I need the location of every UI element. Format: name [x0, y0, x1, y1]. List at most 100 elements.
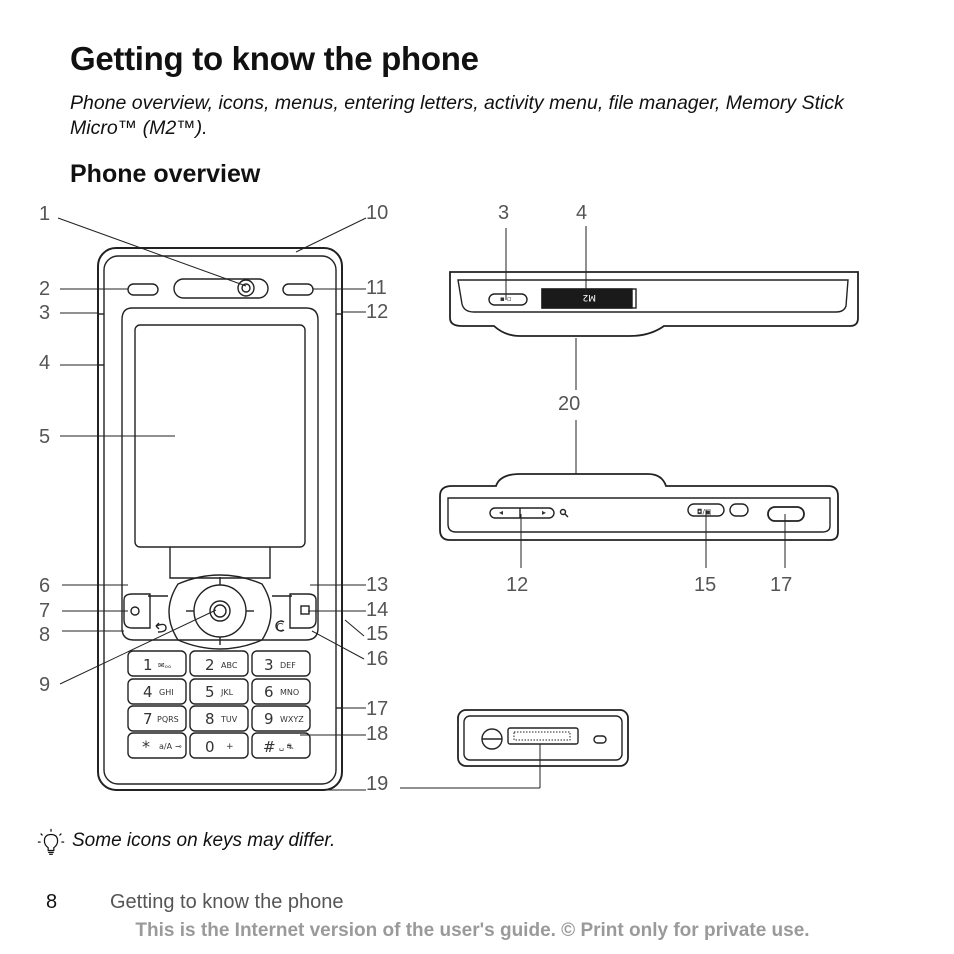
callout-19: 19: [366, 773, 388, 795]
svg-text:␣ ⛐: ␣ ⛐: [279, 742, 294, 751]
charger-connector[interactable]: [507, 727, 579, 745]
svg-text:2: 2: [205, 656, 215, 674]
footer-notice: This is the Internet version of the user…: [0, 920, 945, 942]
svg-text:#: #: [263, 738, 276, 756]
svg-text:a/A: a/A: [159, 742, 173, 751]
light-sensor: [127, 283, 159, 296]
svg-text:+: +: [226, 742, 234, 752]
phone-overview-diagram: ◘/▣ ▪ ▫ M2 ◂ ▸ 1 ✉ₒₒ 2 ABC 3 DEF 4 GHI 5…: [39, 202, 859, 795]
internet-icon: [130, 606, 140, 616]
callout-11: 11: [366, 277, 387, 299]
key-2[interactable]: [189, 650, 249, 677]
keypad-labels: 1 ✉ₒₒ 2 ABC 3 DEF 4 GHI 5 JKL 6 MNO 7 PQ…: [142, 621, 304, 756]
navigation-key[interactable]: [193, 584, 247, 638]
phone-side-view: [439, 473, 839, 541]
callout-1: 1: [39, 203, 50, 225]
key-6[interactable]: [251, 678, 311, 705]
callout-bottom-15: 15: [694, 574, 716, 596]
phone-front-view: [97, 247, 343, 791]
callout-14: 14: [366, 599, 388, 621]
page-title: Getting to know the phone: [70, 40, 479, 77]
callout-2: 2: [39, 278, 50, 300]
callout-bottom-17: 17: [770, 574, 792, 596]
svg-text:▸: ▸: [542, 508, 546, 517]
back-icon: [155, 623, 167, 633]
svg-text:0: 0: [205, 738, 215, 756]
key-8[interactable]: [189, 705, 249, 732]
svg-text:WXYZ: WXYZ: [280, 715, 304, 724]
callout-10: 10: [366, 202, 388, 224]
key-star[interactable]: [127, 732, 187, 759]
callout-15: 15: [366, 623, 388, 645]
center-select-key[interactable]: [209, 600, 231, 622]
callout-top-4: 4: [576, 202, 587, 224]
key-1[interactable]: [127, 650, 187, 677]
phone-top-view: [449, 271, 859, 337]
svg-text:MNO: MNO: [280, 688, 299, 697]
microphone-hole: [593, 735, 607, 744]
callout-20: 20: [558, 393, 580, 415]
page-number: 8: [46, 891, 58, 913]
activity-menu-icon: [300, 605, 310, 615]
page-subtitle: Phone overview, icons, menus, entering l…: [70, 92, 844, 139]
callout-bottom-12: 12: [506, 574, 528, 596]
section-title: Phone overview: [70, 160, 261, 188]
zoom-icon: [559, 508, 567, 516]
key-9[interactable]: [251, 705, 311, 732]
tip-text: Some icons on keys may differ.: [72, 830, 336, 851]
callout-17: 17: [366, 698, 388, 720]
key-7[interactable]: [127, 705, 187, 732]
callout-5: 5: [39, 426, 50, 448]
key-5[interactable]: [189, 678, 249, 705]
screen-bezel: [121, 307, 319, 641]
callout-9: 9: [39, 674, 50, 696]
key-4[interactable]: [127, 678, 187, 705]
camera-key[interactable]: [767, 506, 805, 522]
clear-key-label: C: [276, 621, 284, 634]
status-light: [282, 283, 314, 296]
svg-text:TUV: TUV: [220, 715, 238, 724]
callout-16: 16: [366, 648, 388, 670]
svg-text:JKL: JKL: [220, 688, 234, 697]
phone-bottom-view: [457, 709, 629, 767]
svg-text:5: 5: [205, 683, 215, 701]
callout-numbers: 1 2 3 4 5 6 7 8 9 10 11 12 13 14 15 16 1…: [39, 202, 792, 795]
callout-18: 18: [366, 723, 388, 745]
svg-text:9: 9: [264, 710, 274, 728]
svg-text:6: 6: [264, 683, 274, 701]
callout-8: 8: [39, 624, 50, 646]
footer-text: This is the Internet version of the user…: [135, 920, 810, 941]
callout-3: 3: [39, 302, 50, 324]
svg-text:8: 8: [205, 710, 215, 728]
svg-text:4: 4: [143, 683, 153, 701]
key-3[interactable]: [251, 650, 311, 677]
callout-4: 4: [39, 352, 50, 374]
callout-7: 7: [39, 600, 50, 622]
callout-12: 12: [366, 301, 388, 323]
callout-top-3: 3: [498, 202, 509, 224]
svg-text:3: 3: [264, 656, 274, 674]
callout-13: 13: [366, 574, 388, 596]
svg-text:GHI: GHI: [159, 688, 174, 697]
svg-text:◘/▣: ◘/▣: [697, 508, 712, 516]
key-hash[interactable]: [251, 732, 311, 759]
callout-lines: [57, 217, 786, 791]
earpiece: [173, 278, 269, 299]
svg-text:DEF: DEF: [280, 661, 296, 670]
volume-key[interactable]: [489, 507, 555, 519]
front-camera: [237, 279, 255, 297]
svg-text:◂: ◂: [499, 508, 503, 517]
keypad: [127, 650, 311, 759]
svg-text:⊸: ⊸: [175, 742, 182, 751]
svg-text:*: *: [142, 737, 150, 756]
memory-stick-label: M2: [583, 292, 597, 302]
callout-6: 6: [39, 575, 50, 597]
svg-text:1: 1: [143, 656, 153, 674]
svg-text:ABC: ABC: [221, 661, 238, 670]
lightbulb-tip-icon: [37, 828, 65, 855]
top-key[interactable]: [488, 293, 528, 306]
svg-text:7: 7: [143, 710, 153, 728]
running-head: Getting to know the phone: [110, 891, 344, 913]
clear-icon: [275, 620, 285, 632]
key-0[interactable]: [189, 732, 249, 759]
